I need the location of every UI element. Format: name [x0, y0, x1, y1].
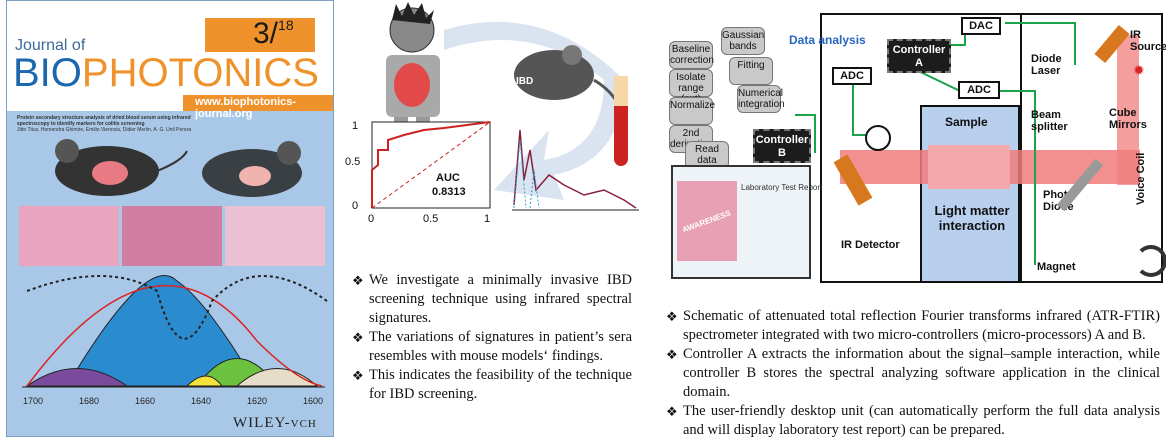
sample-label: Sample: [945, 115, 988, 129]
step-isolate-range: Isolate range (cut): [669, 69, 713, 105]
roc-xtick: 0: [368, 213, 375, 225]
auc-value: 0.8313: [432, 186, 466, 198]
diamond-bullet-icon: ❖: [666, 404, 678, 419]
interferometer-module: [1020, 13, 1163, 283]
article-authors: Jitto Titus, Hemendra Ghimire, Emilio Vi…: [17, 127, 192, 133]
histology-middle: [122, 206, 222, 266]
data-analysis-label: Data analysis: [789, 33, 866, 47]
step-normalize: Normalize: [669, 97, 715, 125]
issue-number: 3/18: [253, 17, 294, 50]
list-item: ❖This indicates the feasibility of the t…: [352, 367, 632, 402]
flow-arrow: [444, 21, 624, 201]
url-bar: [183, 95, 333, 111]
histology-right: [225, 206, 325, 266]
list-item: ❖Schematic of attenuated total reflectio…: [666, 308, 1160, 343]
auc-label: AUC: [436, 172, 460, 184]
controller-a-chip: Controller A: [887, 39, 951, 73]
ir-detector-label: IR Detector: [841, 239, 900, 251]
ir-source-icon: ✹: [1133, 64, 1145, 79]
cover-tick: 1620: [247, 396, 268, 406]
ir-source-label: IR Source: [1130, 29, 1166, 53]
cover-tick: 1680: [79, 396, 100, 406]
journal-url: www.biophotonics-journal.org: [195, 96, 297, 120]
step-read-data: Read data: [685, 141, 729, 169]
band-blue: [66, 275, 258, 387]
right-bullet-list: ❖Schematic of attenuated total reflectio…: [666, 307, 1160, 440]
journal-of-label: Journal of: [15, 37, 86, 54]
screen-image-panel: [677, 181, 737, 261]
diamond-bullet-icon: ❖: [666, 309, 678, 324]
diamond-bullet-icon: ❖: [666, 347, 678, 362]
roc-ytick: 0.5: [345, 156, 361, 168]
list-item: ❖Controller A extracts the information a…: [666, 346, 1160, 400]
cover-tick: 1660: [135, 396, 156, 406]
cover-tick: 1640: [191, 396, 212, 406]
band-purple: [25, 368, 129, 387]
diamond-bullet-icon: ❖: [352, 330, 364, 345]
roc-chart: [371, 121, 491, 209]
screen-title: Laboratory Test Report: [741, 183, 823, 192]
step-gaussian-bands: Gaussian bands: [721, 27, 765, 55]
desktop-screen: AWARENESS Laboratory Test Report: [671, 165, 822, 279]
roc-xtick: 0.5: [423, 213, 439, 225]
magnet-label: Magnet: [1037, 261, 1076, 273]
sample-module: [920, 105, 1020, 283]
cover-article: Protein secondary structure analysis of …: [17, 115, 197, 133]
middle-illustration: [371, 2, 639, 211]
adc-right-box: ADC: [958, 81, 1000, 99]
magnet-icon: [1135, 245, 1166, 277]
controller-b-chip: Controller B: [753, 129, 811, 163]
journal-title: BIOPHOTONICS: [13, 51, 319, 95]
roc-ytick: 0: [352, 200, 359, 212]
band-red-envelope: [26, 284, 323, 387]
mouse-ibd-badge: IBD: [516, 76, 534, 87]
roc-xtick: 1: [484, 213, 491, 225]
blood-tube-icon: [614, 76, 628, 166]
step-numerical-integration: Numerical integration: [737, 85, 785, 113]
step-baseline-correction: Baseline correction: [669, 41, 714, 69]
histology-left: [19, 206, 119, 266]
mouse-right-illustration: [202, 141, 302, 197]
list-item: ❖The user-friendly desktop unit (can aut…: [666, 403, 1160, 438]
sample-crystal: [928, 145, 1010, 189]
spectrum-plot: [512, 129, 639, 211]
cover-tick: 1600: [303, 396, 324, 406]
dac-box: DAC: [961, 17, 1001, 35]
interaction-label: Light matter interaction: [934, 203, 1010, 233]
ir-detector-icon: [865, 125, 891, 151]
ir-beam-vertical: [1117, 35, 1139, 185]
beam-splitter-label: Beam splitter: [1031, 109, 1068, 133]
diamond-bullet-icon: ❖: [352, 368, 364, 383]
diode-laser-label: Diode Laser: [1031, 53, 1062, 77]
cover-tick: 1700: [23, 396, 44, 406]
spectrometer-diagram: Baseline correction Gaussian bands Isola…: [665, 5, 1166, 285]
voice-coil-label: Voice Coil: [1135, 152, 1147, 205]
step-fitting: Fitting: [729, 57, 773, 85]
band-yellow: [185, 375, 224, 387]
list-item: ❖We investigate a minimally invasive IBD…: [352, 272, 632, 326]
mouse-left-illustration: [55, 139, 188, 196]
derivative-dotted-curve: [26, 275, 328, 340]
patient-figure: [386, 2, 440, 141]
cover-artwork: [19, 139, 328, 388]
article-title: Protein secondary structure analysis of …: [17, 115, 191, 127]
diamond-bullet-icon: ❖: [352, 273, 364, 288]
cube-mirrors-label: Cube Mirrors: [1109, 107, 1147, 131]
adc-left-box: ADC: [832, 67, 872, 85]
journal-cover: 3/18 Journal of BIOPHOTONICS www.biophot…: [6, 0, 334, 437]
publisher-logo: WILEY-VCH: [233, 415, 317, 431]
middle-bullet-list: ❖We investigate a minimally invasive IBD…: [352, 271, 632, 404]
issue-banner: [205, 18, 315, 52]
roc-ytick: 1: [352, 120, 359, 132]
list-item: ❖The variations of signatures in patient…: [352, 329, 632, 364]
